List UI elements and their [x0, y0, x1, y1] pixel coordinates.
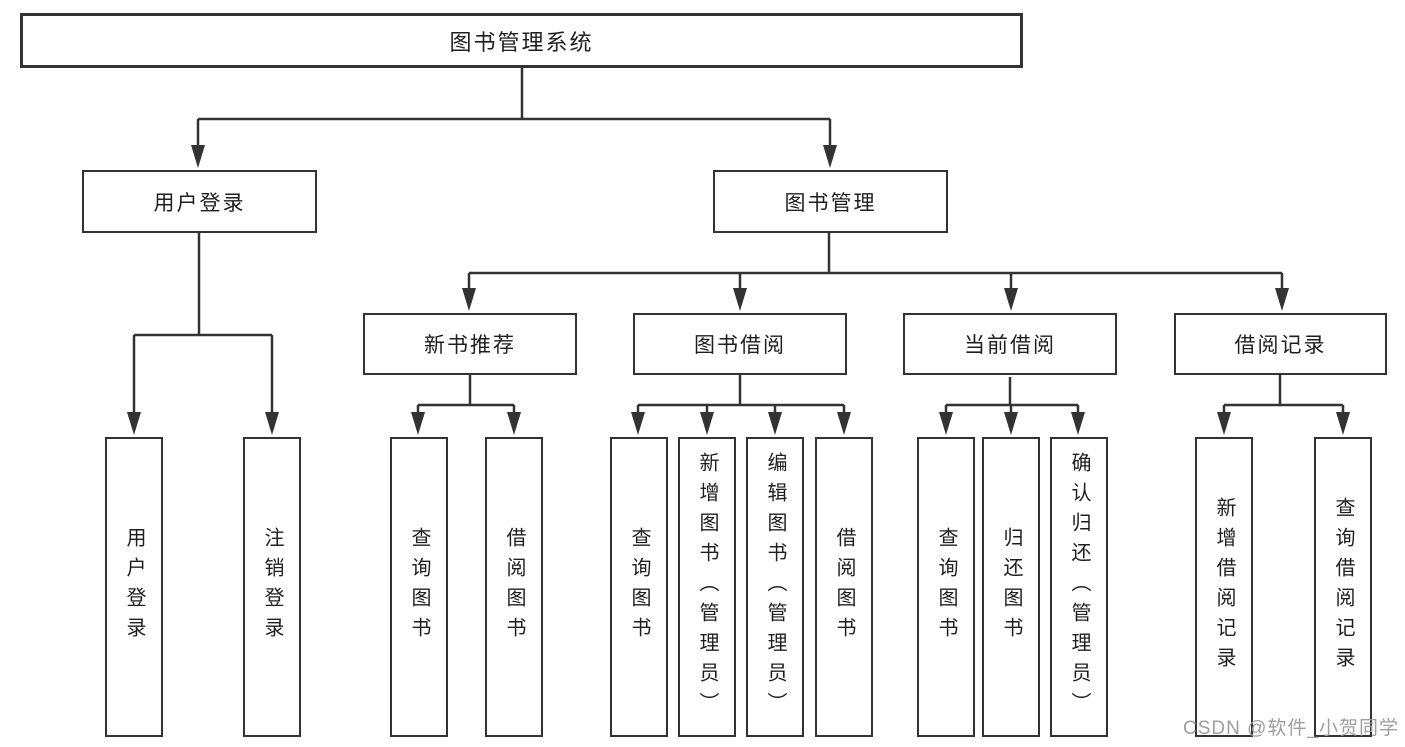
leaf-add-borrow-record: 新增借阅记录 [1195, 437, 1253, 737]
leaf-logout-login: 注销登录 [243, 437, 301, 737]
leaf-borrow-books-recommend: 借阅图书 [485, 437, 543, 737]
arrowheads [127, 145, 1350, 435]
node-current-borrowing: 当前借阅 [903, 313, 1117, 375]
connector-paths [132, 68, 1345, 414]
leaf-confirm-return-admin: 确认归还（管理员） [1050, 437, 1108, 737]
node-new-book-recommendation: 新书推荐 [363, 313, 577, 375]
leaf-borrow-books-borrowing: 借阅图书 [815, 437, 873, 737]
node-borrow-records: 借阅记录 [1174, 313, 1387, 375]
node-library-management-system: 图书管理系统 [20, 13, 1023, 68]
leaf-query-books-recommend: 查询图书 [390, 437, 448, 737]
leaf-query-borrow-record: 查询借阅记录 [1314, 437, 1372, 737]
leaf-user-login: 用户登录 [105, 437, 163, 737]
leaf-query-books-current: 查询图书 [917, 437, 975, 737]
leaf-return-books: 归还图书 [982, 437, 1040, 737]
node-user-login: 用户登录 [82, 170, 317, 233]
leaf-query-books-borrowing: 查询图书 [610, 437, 668, 737]
leaf-add-books-admin: 新增图书（管理员） [678, 437, 736, 737]
node-book-borrowing: 图书借阅 [633, 313, 847, 375]
leaf-edit-books-admin: 编辑图书（管理员） [746, 437, 804, 737]
node-book-management: 图书管理 [713, 170, 948, 233]
